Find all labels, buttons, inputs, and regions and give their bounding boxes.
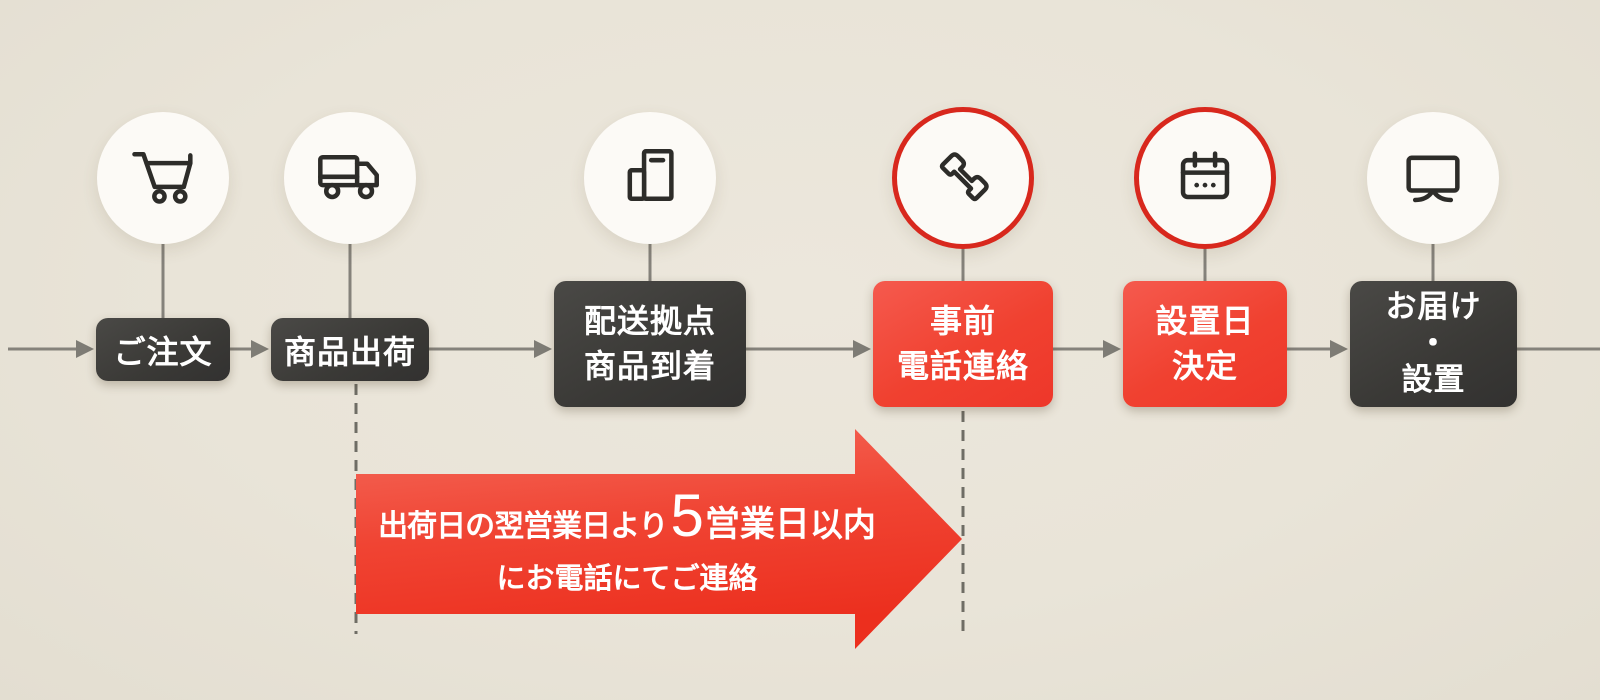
step-box-hub-arrival: 配送拠点 商品到着 <box>554 281 746 407</box>
callout-line1: 出荷日の翌営業日より 5 営業日 以内 <box>378 481 876 549</box>
callout-arrow <box>356 429 962 649</box>
calendar-icon <box>1180 151 1230 200</box>
step-circle-install-date <box>1134 107 1276 249</box>
flow-arrowheads <box>76 340 1348 358</box>
callout-emphasis: 営業日 <box>704 504 810 544</box>
step-circle-delivery-install <box>1367 112 1499 244</box>
callout-text: 出荷日の翌営業日より 5 営業日 以内 にお電話にてご連絡 <box>366 474 888 614</box>
step-box-install-date: 設置日 決定 <box>1123 281 1287 407</box>
step-box-advance-call: 事前 電話連絡 <box>873 281 1053 407</box>
building-icon <box>627 149 674 202</box>
callout-line2: にお電話にてご連絡 <box>496 562 758 595</box>
callout-number: 5 <box>670 481 704 549</box>
phone-icon <box>939 152 989 202</box>
step-circle-shipment <box>284 112 416 244</box>
step-circle-order <box>97 112 229 244</box>
callout-suffix: 以内 <box>809 505 876 543</box>
step-box-delivery-install: お届け ・ 設置 <box>1350 281 1517 407</box>
step-box-order: ご注文 <box>96 318 230 381</box>
step-box-shipment: 商品出荷 <box>271 318 429 381</box>
callout-prefix: 出荷日の翌営業日より <box>378 509 668 543</box>
step-circle-hub-arrival <box>584 112 716 244</box>
step-circle-advance-call <box>892 107 1034 249</box>
circle-box-connectors <box>161 240 1435 322</box>
truck-icon <box>318 154 379 200</box>
tv-icon <box>1406 155 1460 203</box>
cart-icon <box>132 151 193 204</box>
